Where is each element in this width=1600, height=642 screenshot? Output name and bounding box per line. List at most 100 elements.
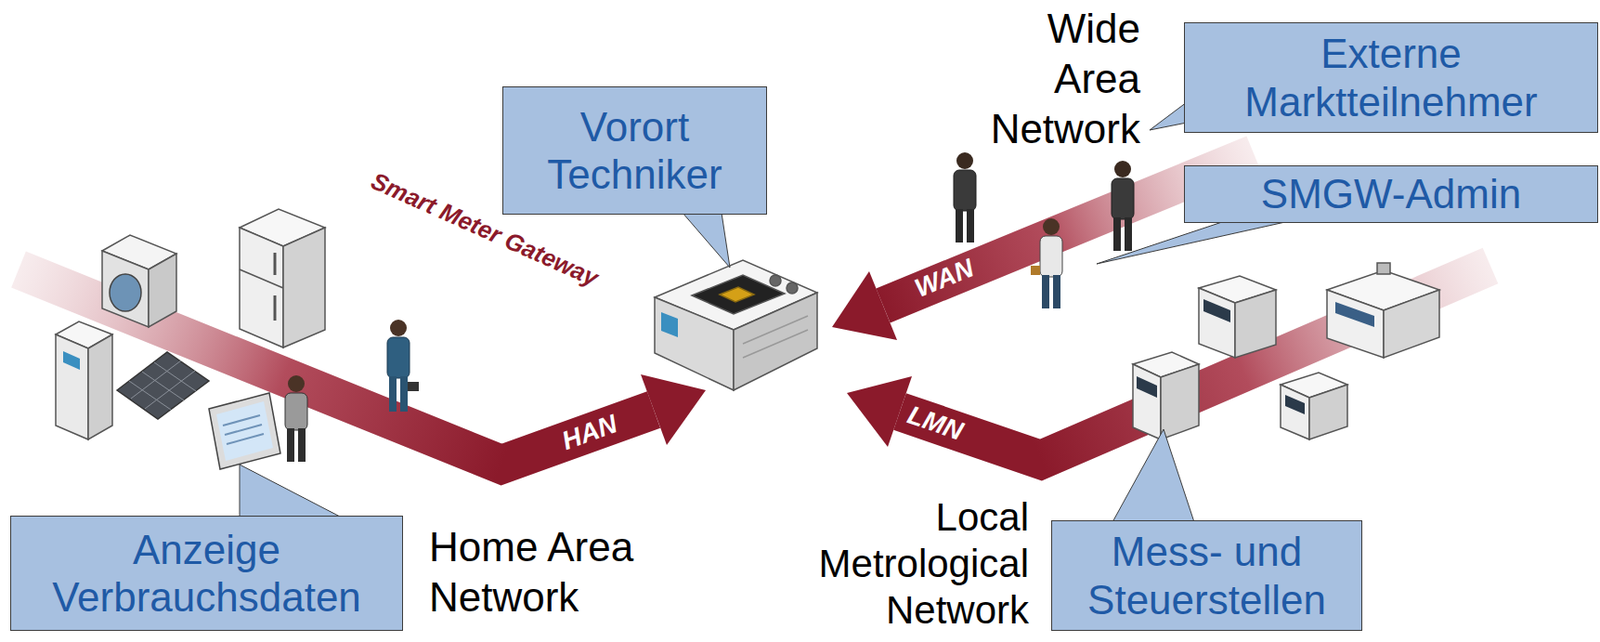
meter-front — [1326, 289, 1384, 358]
figure-leg — [286, 428, 295, 462]
electricity-meter — [1132, 351, 1199, 440]
lmn-band — [846, 265, 1491, 460]
appliance-side — [88, 334, 113, 440]
appliance-side — [283, 227, 326, 348]
meter-front — [1132, 364, 1161, 440]
appliance-side — [148, 253, 177, 327]
callout-box: Anzeige Verbrauchsdaten — [10, 515, 404, 631]
device-led-panel — [661, 312, 678, 338]
gas-pipe-stub — [1377, 262, 1391, 274]
network-label: Local Metrological Network — [768, 494, 1029, 634]
figure-head — [390, 319, 407, 337]
band-arrowhead — [846, 376, 912, 447]
appliance-display — [63, 351, 80, 370]
technician-figure — [387, 319, 419, 412]
fridge-handle — [273, 295, 277, 321]
tablet-body — [208, 392, 281, 469]
callout-text: Anzeige Verbrauchsdaten — [20, 525, 393, 621]
appliance-front — [55, 334, 89, 440]
callout-box: Externe Marktteilnehmer — [1183, 22, 1599, 133]
screen-line — [226, 433, 264, 444]
figure-leg — [1053, 274, 1061, 309]
callout-text: Vorort Techniker — [512, 103, 757, 198]
figure-body — [1040, 235, 1063, 277]
figure-head — [287, 375, 305, 392]
panel-face — [117, 351, 209, 419]
network-label: Home Area Network — [429, 521, 652, 623]
figure-leg — [400, 376, 408, 412]
band-arrowhead — [832, 271, 898, 340]
figure-leg — [1041, 274, 1050, 309]
band-arrowhead — [640, 374, 706, 445]
panel-grid — [142, 371, 184, 401]
meter-display — [1285, 394, 1305, 415]
callout-box: Vorort Techniker — [502, 86, 768, 215]
panel-grid — [130, 360, 182, 399]
screen-line — [224, 424, 262, 435]
figure-head — [1042, 218, 1060, 235]
display-tablet — [208, 392, 281, 469]
screen-line — [222, 415, 261, 426]
fridge-door-gap — [239, 269, 284, 288]
resident-figure — [285, 375, 308, 462]
callout-tail — [239, 464, 342, 518]
figure-leg — [1113, 217, 1121, 251]
meter-front — [1198, 287, 1236, 358]
meter-side — [1235, 289, 1276, 358]
figure-body — [285, 392, 308, 430]
device-front — [654, 297, 734, 391]
meter-side — [1309, 384, 1348, 440]
figure-head — [956, 152, 974, 170]
figure-body — [1111, 178, 1134, 220]
figure-leg — [298, 428, 306, 462]
admin-figure — [1030, 218, 1063, 309]
fridge-handle — [273, 252, 277, 275]
callout-tail — [682, 212, 730, 268]
meter-display — [1136, 376, 1158, 398]
meter-side — [1160, 364, 1199, 440]
panel-grid — [144, 370, 196, 409]
meter-front — [1280, 384, 1310, 440]
band-label: WAN — [910, 253, 978, 303]
gas-meter — [1326, 262, 1440, 358]
han-band — [18, 269, 706, 465]
market-participant-figure — [953, 152, 976, 243]
solar-panel — [117, 351, 209, 419]
band-label: LMN — [903, 401, 966, 447]
meter-display — [1203, 299, 1231, 323]
meter-display — [1335, 301, 1375, 327]
tablet-screen — [216, 401, 274, 461]
device-rib — [742, 329, 808, 358]
meter-side — [1383, 289, 1440, 358]
callout-text: Mess- und Steuerstellen — [1061, 527, 1353, 623]
figure-head — [1114, 160, 1132, 178]
device-slot — [691, 274, 785, 314]
electricity-meter — [1198, 275, 1276, 358]
tool-case — [407, 381, 419, 391]
callout-text: Externe Marktteilnehmer — [1194, 29, 1588, 125]
figure-body — [953, 169, 976, 211]
figure-leg — [966, 208, 975, 243]
electricity-meter — [1280, 372, 1348, 440]
figure-body — [387, 337, 410, 378]
device-rib — [742, 315, 808, 344]
network-label: Wide Area Network — [963, 3, 1141, 155]
callout-tail — [1112, 429, 1195, 522]
fridge — [239, 208, 326, 348]
figure-leg — [955, 208, 963, 243]
band-shaft — [899, 265, 1491, 460]
band-label: HAN — [558, 409, 622, 456]
callout-tail — [1149, 102, 1187, 131]
heat-pump — [55, 321, 113, 440]
washing-machine — [102, 234, 177, 327]
briefcase — [1030, 265, 1041, 275]
security-chip — [719, 286, 755, 302]
figure-leg — [1124, 217, 1132, 251]
device-knob — [769, 274, 781, 287]
machine-door — [109, 273, 142, 312]
device-knob — [786, 282, 798, 294]
callout-box: Mess- und Steuerstellen — [1051, 520, 1363, 631]
appliance-front — [239, 227, 284, 348]
band-shaft — [18, 269, 654, 465]
